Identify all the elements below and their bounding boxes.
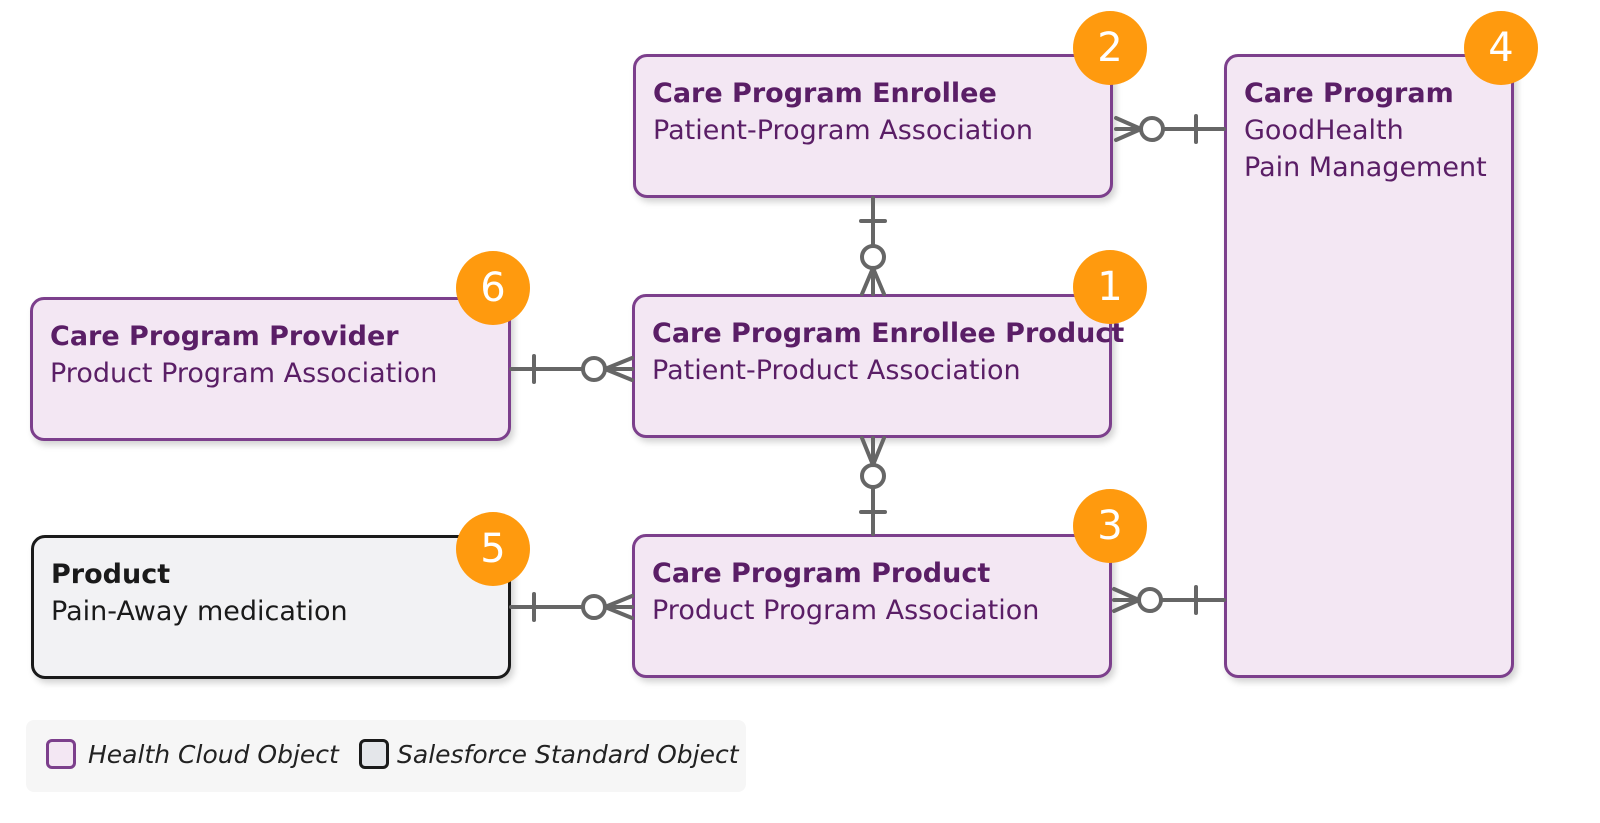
number-badge: 2 <box>1073 11 1147 85</box>
relationship-line <box>1112 585 1226 615</box>
relationship-line <box>509 354 634 384</box>
legend: Health Cloud Object Salesforce Standard … <box>26 720 746 792</box>
entity-description: Patient-Product Association <box>652 355 1021 386</box>
entity-title: Care Program Enrollee <box>653 78 997 109</box>
standard-object-swatch <box>359 739 389 769</box>
entity-description: Patient-Program Association <box>653 115 1033 146</box>
entity-care-program-product: Care Program Product Product Program Ass… <box>632 534 1112 678</box>
relationship-line <box>859 196 887 296</box>
legend-label-health-cloud: Health Cloud Object <box>88 740 339 769</box>
relationship-line <box>509 592 634 622</box>
entity-care-program-enrollee: Care Program Enrollee Patient-Program As… <box>633 54 1113 198</box>
number-badge: 4 <box>1464 11 1538 85</box>
entity-title: Care Program Product <box>652 558 991 589</box>
legend-label-standard-object: Salesforce Standard Object <box>397 740 739 769</box>
entity-description: Pain Management <box>1244 152 1487 183</box>
entity-description: Pain-Away medication <box>51 596 348 627</box>
entity-title: Care Program <box>1244 78 1454 109</box>
entity-title: Care Program Provider <box>50 321 399 352</box>
entity-description: GoodHealth <box>1244 115 1404 146</box>
number-badge: 5 <box>456 512 530 586</box>
entity-care-program-provider: Care Program Provider Product Program As… <box>30 297 511 441</box>
number-badge: 6 <box>456 251 530 325</box>
number-badge: 3 <box>1073 489 1147 563</box>
relationship-line <box>859 436 887 536</box>
entity-description: Product Program Association <box>652 595 1040 626</box>
relationship-line <box>1114 114 1226 144</box>
number-badge: 1 <box>1073 250 1147 324</box>
health-cloud-swatch <box>46 739 76 769</box>
entity-description: Product Program Association <box>50 358 438 389</box>
entity-product: Product Pain-Away medication <box>31 535 511 679</box>
entity-title: Care Program Enrollee Product <box>652 318 1125 349</box>
entity-title: Product <box>51 559 171 590</box>
entity-care-program: Care Program GoodHealth Pain Management <box>1224 54 1514 678</box>
